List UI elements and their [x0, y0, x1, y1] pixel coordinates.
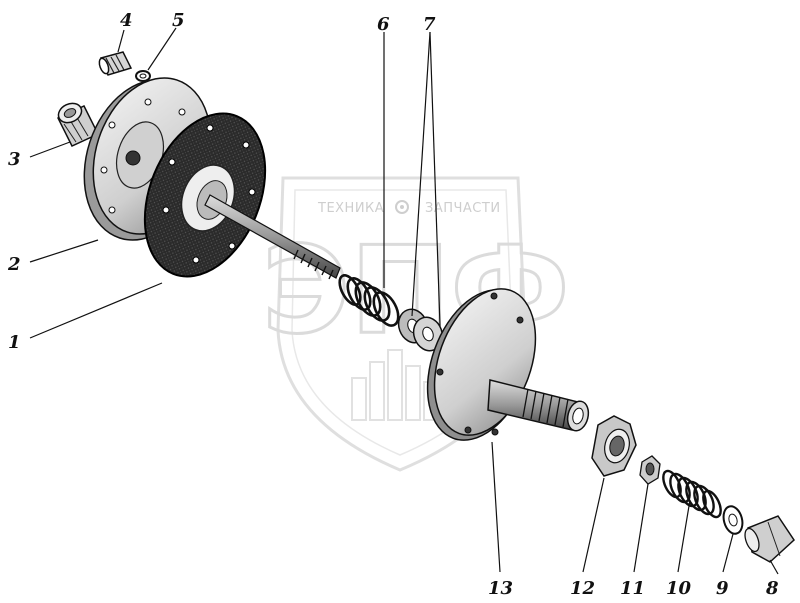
callout-1: 1	[8, 332, 21, 353]
part-13-rear-housing	[426, 288, 590, 441]
leader-lines	[29, 27, 779, 575]
callout-4: 4	[120, 10, 133, 31]
part-10-spring	[662, 469, 722, 519]
watermark-right-word: ЗАПЧАСТИ	[425, 201, 501, 216]
callout-3: 3	[8, 149, 21, 170]
gear-icon	[395, 200, 409, 214]
callout-10: 10	[666, 578, 692, 599]
callout-5: 5	[172, 10, 185, 31]
callout-11: 11	[620, 578, 645, 599]
part-8-end-fitting	[744, 515, 795, 563]
part-7-washers	[397, 308, 444, 352]
part-3-fitting-plug	[56, 102, 100, 147]
callout-12: 12	[570, 578, 595, 599]
part-11-small-nut	[639, 455, 661, 485]
part-5-washer	[135, 70, 151, 82]
callout-9: 9	[716, 578, 729, 599]
part-6-spring	[338, 274, 400, 327]
part-9-washer	[722, 505, 744, 535]
callout-8: 8	[765, 578, 779, 599]
callout-7: 7	[423, 14, 436, 35]
callout-6: 6	[377, 14, 390, 35]
callout-labels: 1 2 3 4 5 6 7 8 9 10 11 12 13	[7, 10, 779, 599]
part-4-threaded-plug	[98, 51, 133, 76]
watermark-left-word: ТЕХНИКА	[317, 201, 384, 216]
diaphragm-stem	[204, 194, 341, 280]
callout-2: 2	[7, 254, 21, 275]
part-12-hex-nut	[591, 415, 637, 477]
callout-13: 13	[488, 578, 513, 599]
